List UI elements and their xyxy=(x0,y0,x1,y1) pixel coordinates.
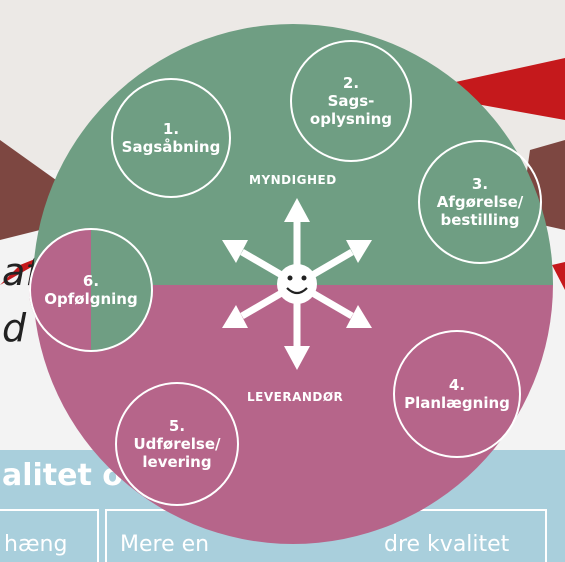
bottom-cell-left xyxy=(0,509,99,562)
step-3-label-line1: Afgørelse/ xyxy=(436,193,524,211)
red-pointer-right xyxy=(552,262,565,290)
step-2-label-line1: Sags- xyxy=(327,92,375,110)
step-5-number: 5. xyxy=(168,417,186,435)
bottom-cell-text-1: hæng xyxy=(4,532,68,557)
step-4-label: Planlægning xyxy=(404,394,510,412)
step-1-circle: 1. Sagsåbning xyxy=(111,78,231,198)
step-1-label: Sagsåbning xyxy=(121,138,221,156)
step-6-label: Opfølgning xyxy=(44,290,138,308)
myndighed-label: MYNDIGHED xyxy=(249,173,337,187)
smiley-icon xyxy=(277,264,317,304)
italic-fragment-2: d xyxy=(2,306,27,350)
step-5-label-line1: Udførelse/ xyxy=(133,435,221,453)
box-header-text: alitet o xyxy=(2,458,123,493)
step-6-number: 6. xyxy=(82,272,100,290)
bottom-cell-text-2: Mere en xyxy=(120,532,210,557)
step-5-label-line2: levering xyxy=(142,453,212,471)
step-6-circle: 6. Opfølgning xyxy=(29,228,153,352)
step-2-label-line2: oplysning xyxy=(309,110,393,128)
step-3-label-line2: bestilling xyxy=(440,211,520,229)
bottom-cell-text-3: dre kvalitet xyxy=(384,532,510,557)
step-2-number: 2. xyxy=(342,74,360,92)
step-4-number: 4. xyxy=(448,376,466,394)
leverandor-label: LEVERANDØR xyxy=(247,390,344,404)
step-4-circle: 4. Planlægning xyxy=(393,330,521,458)
step-3-number: 3. xyxy=(471,175,489,193)
red-pointer-top xyxy=(410,58,565,120)
step-3-circle: 3. Afgørelse/ bestilling xyxy=(418,140,542,264)
step-1-number: 1. xyxy=(162,120,180,138)
step-2-circle: 2. Sags- oplysning xyxy=(290,40,412,162)
step-5-circle: 5. Udførelse/ levering xyxy=(115,382,239,506)
